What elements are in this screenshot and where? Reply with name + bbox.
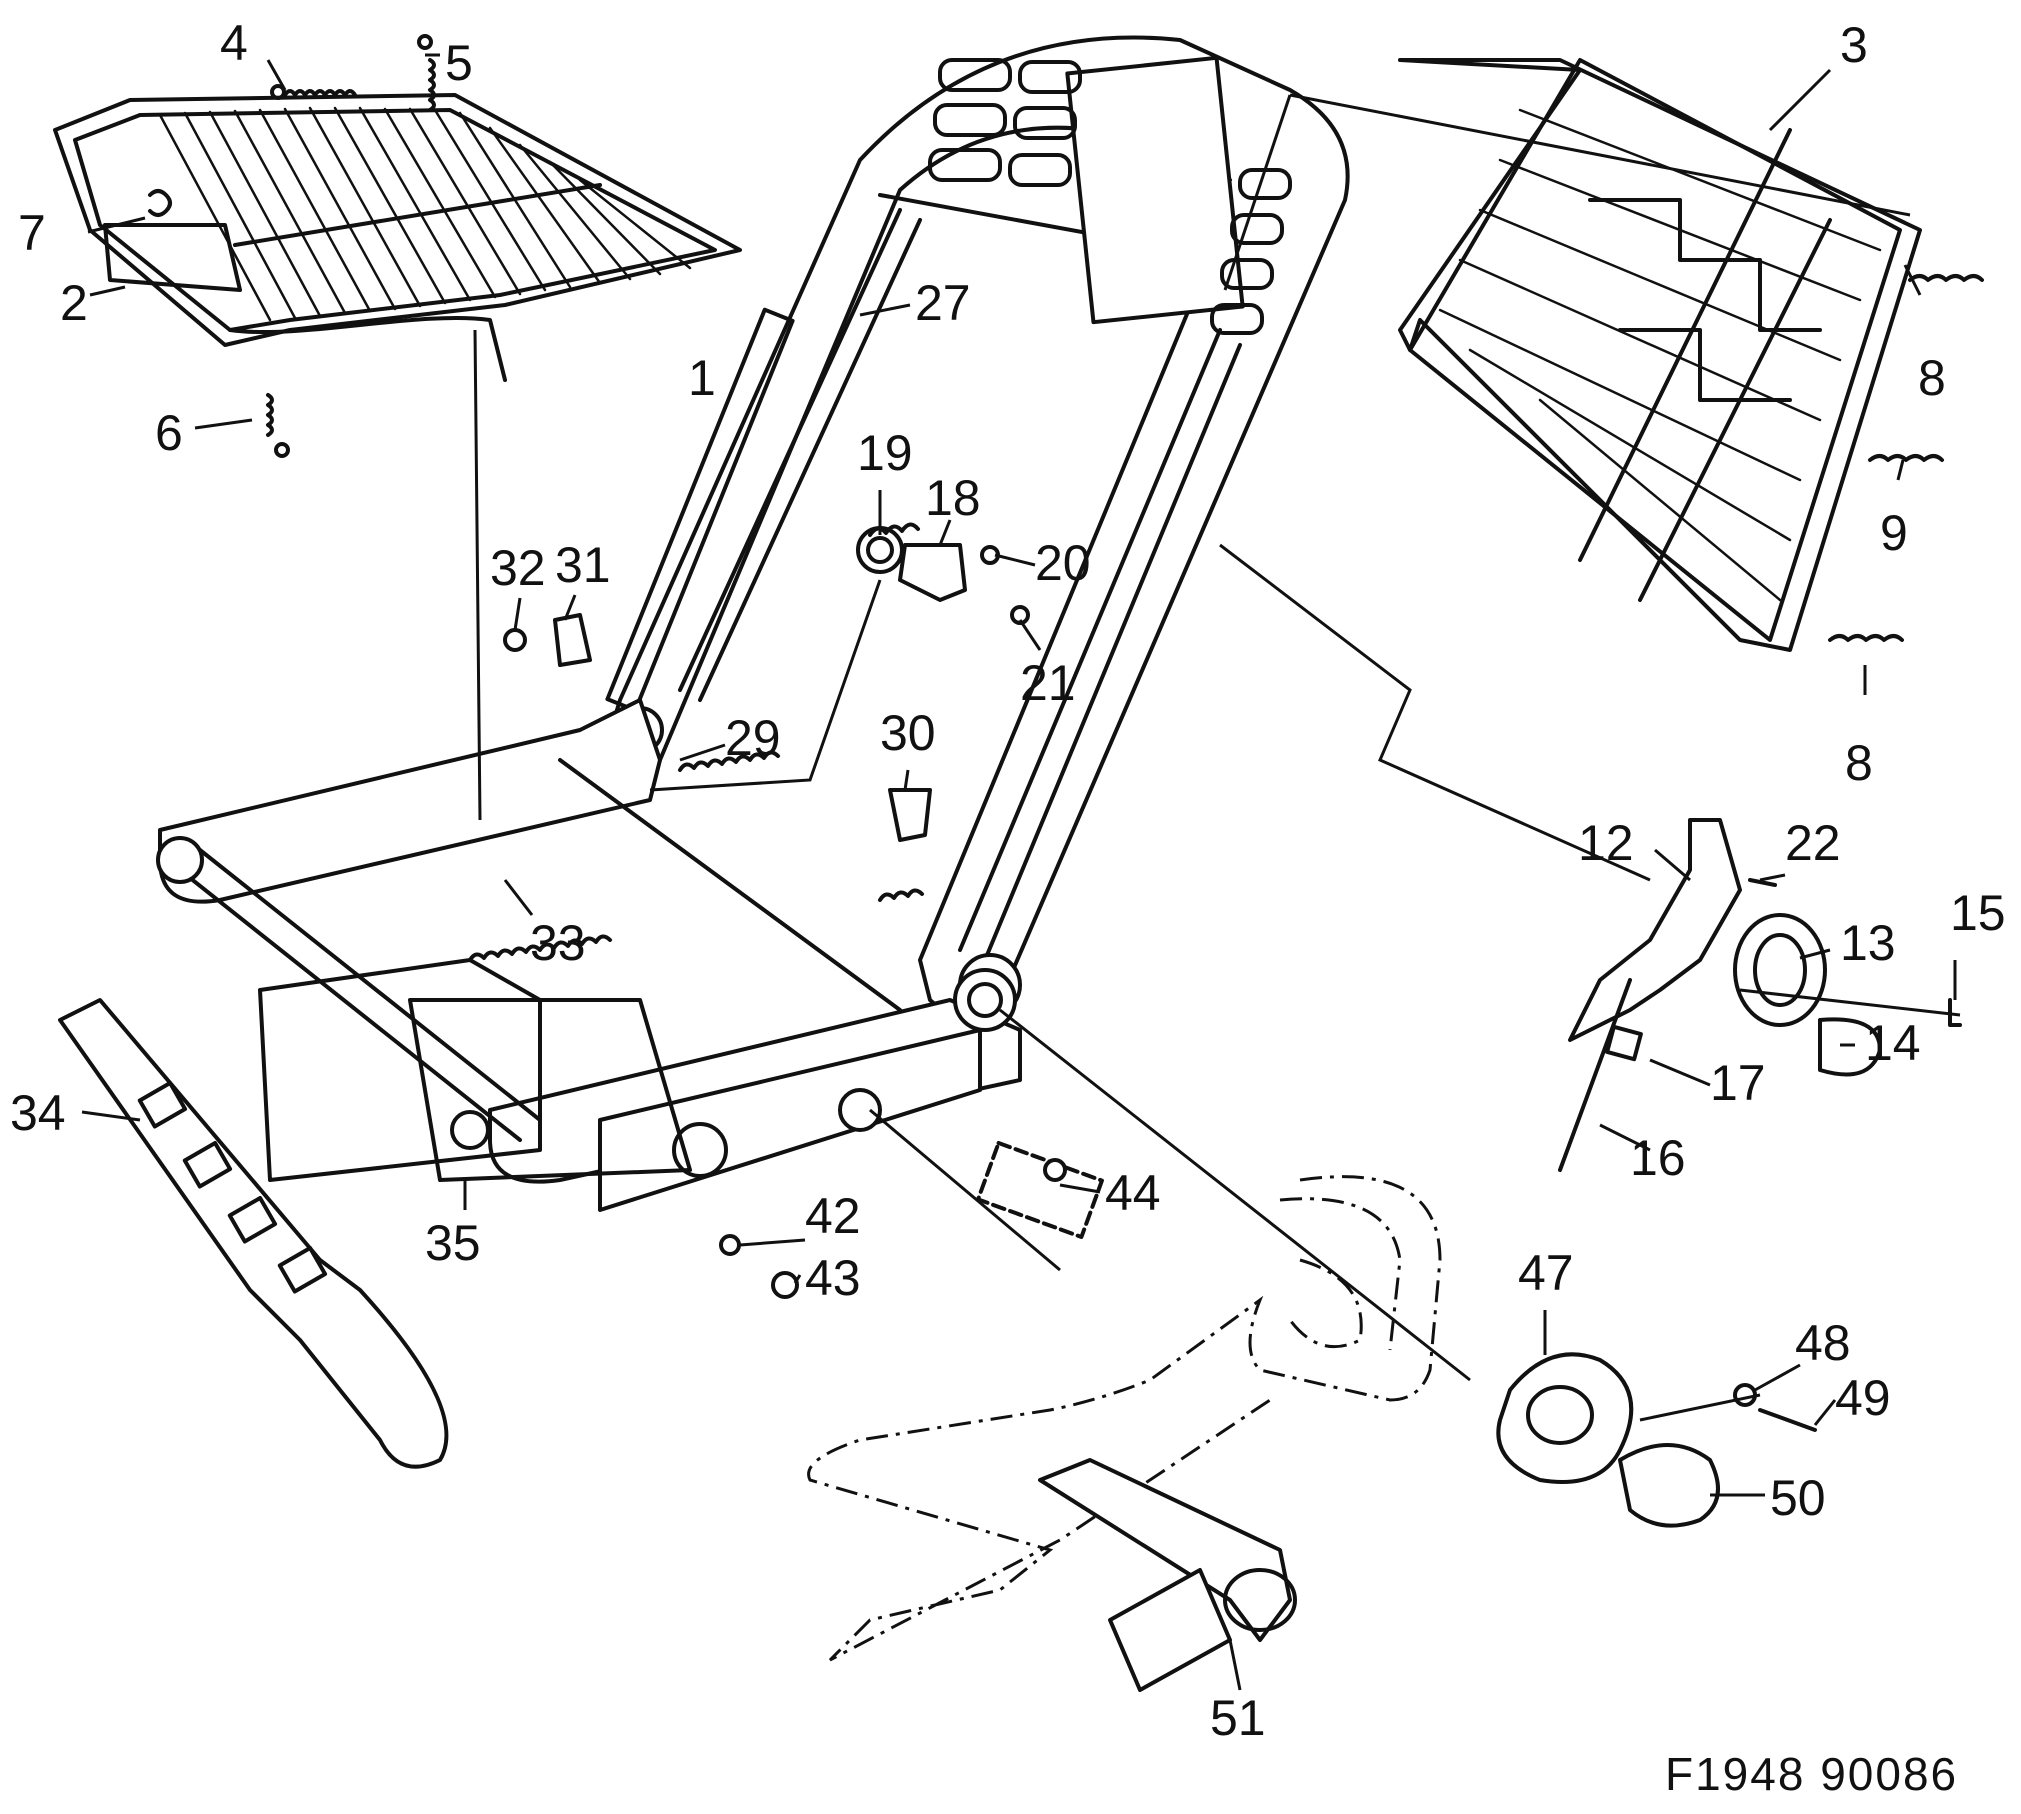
seat-base-rails (156, 698, 1022, 1212)
seat-cushion-frame (53, 93, 742, 382)
callout-1: 1 (688, 350, 716, 406)
tension-springs-top (148, 34, 436, 458)
callout-43: 43 (805, 1250, 861, 1306)
callout-42: 42 (805, 1188, 861, 1244)
callout-50: 50 (1770, 1470, 1826, 1526)
callout-35: 35 (425, 1215, 481, 1271)
callout-20: 20 (1035, 535, 1091, 591)
callout-4: 4 (220, 15, 248, 71)
callout-8-upper: 8 (1918, 350, 1946, 406)
callout-14: 14 (1865, 1015, 1921, 1071)
callout-33: 33 (530, 915, 586, 971)
figure-code: F1948 90086 (1665, 1748, 1958, 1800)
callout-13: 13 (1840, 915, 1896, 971)
callout-21: 21 (1020, 655, 1076, 711)
callout-29: 29 (725, 710, 781, 766)
callout-7: 7 (18, 205, 46, 261)
callout-49: 49 (1835, 1370, 1891, 1426)
backrest-spring-mat (1398, 58, 1984, 652)
callout-47: 47 (1518, 1245, 1574, 1301)
callout-12: 12 (1578, 815, 1634, 871)
callout-22: 22 (1785, 815, 1841, 871)
callout-51: 51 (1210, 1690, 1266, 1746)
callout-44: 44 (1105, 1165, 1161, 1221)
callout-3: 3 (1840, 17, 1868, 73)
callout-15: 15 (1950, 885, 2006, 941)
leader-lines (81, 53, 1961, 1691)
callout-27: 27 (915, 275, 971, 331)
callout-31: 31 (555, 537, 611, 593)
lumbar-adjuster-assembly (1558, 818, 1962, 1172)
callout-6: 6 (155, 405, 183, 461)
callout-9: 9 (1880, 505, 1908, 561)
callout-34: 34 (10, 1085, 66, 1141)
callout-16: 16 (1630, 1130, 1686, 1186)
callout-8-lower: 8 (1845, 735, 1873, 791)
callout-30: 30 (880, 705, 936, 761)
callout-2: 2 (60, 275, 88, 331)
callout-18: 18 (925, 470, 981, 526)
callout-48: 48 (1795, 1315, 1851, 1371)
callout-32: 32 (490, 540, 546, 596)
small-hardware (503, 522, 1030, 1299)
callout-labels: 4 5 7 2 6 3 8 8 9 12 13 14 15 16 17 18 1… (10, 15, 2006, 1746)
callout-5: 5 (445, 35, 473, 91)
callout-17: 17 (1710, 1055, 1766, 1111)
callout-19: 19 (857, 425, 913, 481)
